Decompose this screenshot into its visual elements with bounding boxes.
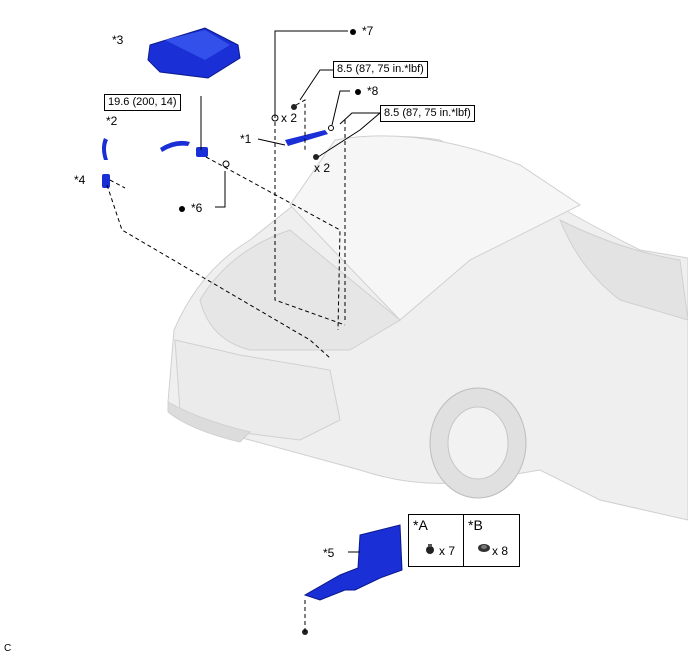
clip-icon xyxy=(426,544,434,554)
torque-spec-3: 19.6 (200, 14) xyxy=(104,94,181,111)
callout-5: *5 xyxy=(323,546,335,560)
fastener-legend: *A x 7 *B x 8 xyxy=(408,514,520,567)
callout-8-text: *8 xyxy=(367,84,379,98)
callout-7: *7 xyxy=(350,24,373,38)
legend-qty-a: x 7 xyxy=(439,544,456,558)
callout-4: *4 xyxy=(74,173,86,187)
legend-key-a: *A xyxy=(413,517,428,533)
bullet-dot xyxy=(179,205,185,212)
hose-part-2 xyxy=(102,138,110,188)
callout-3: *3 xyxy=(112,33,124,47)
legend-key-b: *B xyxy=(468,517,483,533)
bullet-dot xyxy=(350,28,356,35)
callout-2: *2 xyxy=(106,114,118,128)
bracket-part-1 xyxy=(285,130,328,146)
quantity-label-1: x 2 xyxy=(281,111,298,125)
legend-qty-b: x 8 xyxy=(492,544,509,558)
vehicle-illustration xyxy=(167,135,688,521)
callout-7-text: *7 xyxy=(362,24,374,38)
sensor-connector-part xyxy=(160,140,208,157)
callout-8: *8 xyxy=(355,84,378,98)
undercover-part-5 xyxy=(303,524,403,601)
torque-spec-1: 8.5 (87, 75 in.*lbf) xyxy=(333,61,428,78)
quantity-label-2: x 2 xyxy=(314,161,331,175)
legend-cell-a: *A x 7 xyxy=(409,515,464,566)
callout-6-text: *6 xyxy=(191,201,203,215)
screw-icon xyxy=(478,544,490,552)
legend-cell-b: *B x 8 xyxy=(464,515,518,566)
dashed-guide-lines xyxy=(106,99,346,632)
engine-cover-part xyxy=(147,27,241,79)
callout-1: *1 xyxy=(240,132,252,146)
figure-code: C xyxy=(4,643,12,654)
leader-lines xyxy=(200,30,431,553)
bullet-dot xyxy=(355,88,361,95)
callout-6: *6 xyxy=(179,201,202,215)
torque-spec-2: 8.5 (87, 75 in.*lbf) xyxy=(380,105,475,122)
